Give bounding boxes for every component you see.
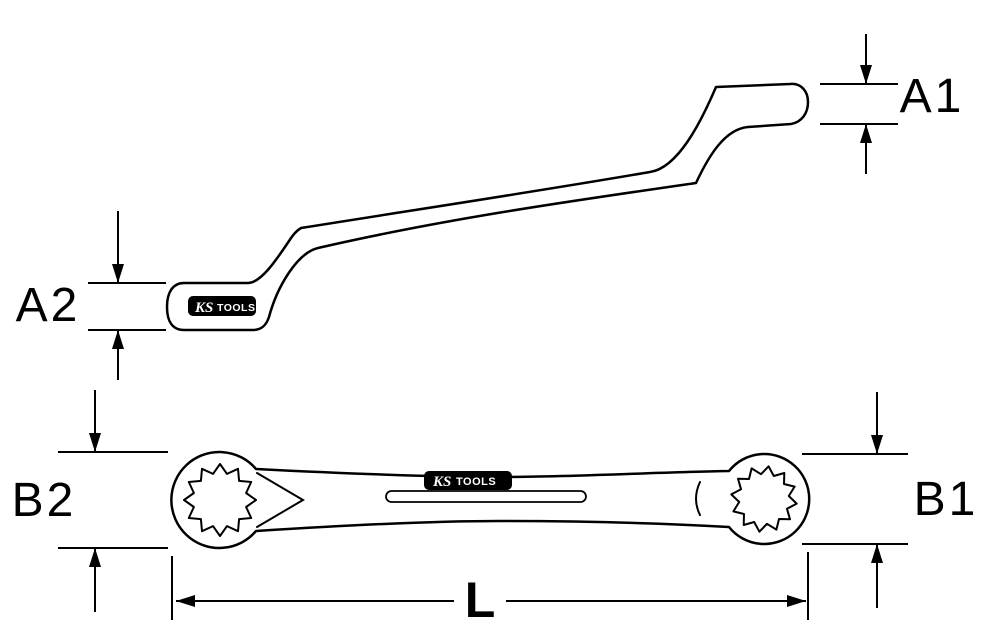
dimension-a2: A2: [16, 211, 166, 380]
wrench-side-outline: [165, 82, 810, 332]
logo-ks-text: KS: [194, 300, 213, 316]
dimension-a1: A1: [820, 34, 965, 174]
ring-broaching-left-icon: [183, 463, 257, 537]
side-view: KS TOOLS: [165, 82, 810, 332]
ks-tools-logo-side: KS TOOLS: [188, 296, 256, 316]
ring-broaching-right-icon: [730, 465, 798, 533]
logo-background: [424, 471, 512, 490]
dimension-label-length: L: [465, 572, 496, 628]
dimension-b2: B2: [12, 390, 168, 612]
dimension-label-b1: B1: [914, 473, 979, 526]
logo-tools-text: TOOLS: [217, 302, 255, 314]
logo-tools-text: TOOLS: [456, 476, 496, 488]
dimension-label-a1: A1: [900, 70, 965, 123]
neck-detail-left: [256, 472, 305, 528]
dimension-label-a2: A2: [16, 279, 81, 332]
head-detail-right: [695, 481, 701, 516]
ks-tools-logo-top: KS TOOLS: [424, 471, 512, 490]
logo-background: [188, 296, 256, 316]
top-view: KS TOOLS: [170, 450, 811, 550]
dimension-label-b2: B2: [12, 474, 77, 527]
handle-slot: [385, 490, 587, 503]
dimension-b1: B1: [802, 392, 979, 608]
dimension-length: L: [171, 552, 809, 628]
logo-ks-text: KS: [432, 474, 451, 490]
